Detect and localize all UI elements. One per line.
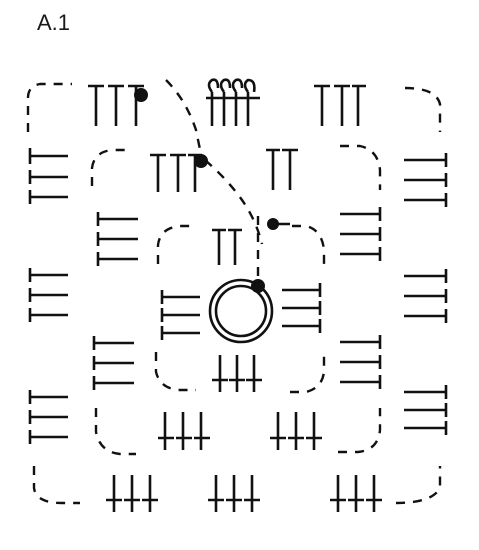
round-start-dot: [134, 88, 148, 102]
round-start-markers: [134, 88, 290, 293]
chain-stitch-outlines: [26, 79, 442, 505]
chart-label: A.1: [37, 10, 71, 35]
stitch-groups-horizontal: [28, 148, 448, 444]
cluster-stitches: [206, 78, 260, 126]
round-start-dot: [194, 154, 208, 168]
magic-ring: [208, 278, 274, 344]
stitch-groups-vertical: [88, 84, 382, 512]
round-start-dot: [251, 279, 265, 293]
